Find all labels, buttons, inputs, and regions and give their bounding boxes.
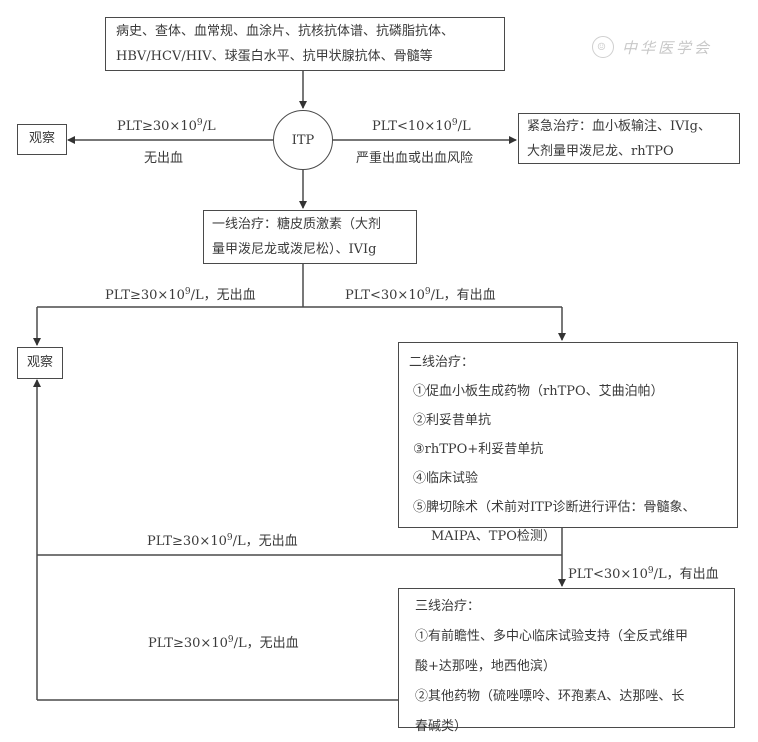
workup-box: 病史、查体、血常规、血涂片、抗核抗体谱、抗磷脂抗体、 HBV/HCV/HIV、球… (105, 17, 505, 71)
observe-box-mid: 观察 (17, 347, 63, 379)
emergency-line: 紧急治疗：血小板输注、IVIg、 (527, 119, 711, 134)
observe-label: 观察 (26, 355, 53, 370)
third-line-item: 春碱类） (415, 719, 468, 734)
emergency-line: 大剂量甲泼尼龙、rhTPO (527, 144, 674, 159)
second-line-item: ②利妥昔单抗 (413, 413, 492, 428)
first-line-box: 一线治疗：糖皮质激素（大剂 量甲泼尼龙或泼尼松）、IVIg (203, 210, 417, 264)
edge-label-itp-emergency-note: 严重出血或出血风险 (356, 151, 474, 166)
second-line-item: ①促血小板生成药物（rhTPO、艾曲泊帕） (413, 384, 664, 399)
third-line-item: ①有前瞻性、多中心临床试验支持（全反式维甲 (415, 629, 689, 644)
emergency-box: 紧急治疗：血小板输注、IVIg、 大剂量甲泼尼龙、rhTPO (518, 113, 740, 164)
itp-node: ITP (273, 110, 333, 170)
observe-label: 观察 (28, 131, 55, 146)
third-line-item: ②其他药物（硫唑嘌呤、环孢素A、达那唑、长 (415, 689, 685, 704)
second-line-item: MAIPA、TPO检测） (431, 529, 556, 544)
first-line-text: 一线治疗：糖皮质激素（大剂 (212, 217, 382, 232)
third-line-item: 酸+达那唑，地西他滨） (415, 659, 556, 674)
third-line-title: 三线治疗： (415, 599, 481, 614)
second-line-item: ③rhTPO+利妥昔单抗 (413, 442, 544, 457)
first-line-text: 量甲泼尼龙或泼尼松）、IVIg (212, 242, 377, 257)
watermark-text: 中华医学会 (622, 38, 713, 57)
second-line-title: 二线治疗： (409, 355, 475, 370)
edge-label-second-third: PLT<30×109/L，有出血 (568, 566, 719, 582)
edge-label-first-second: PLT<30×109/L，有出血 (345, 287, 496, 303)
edge-label-itp-observe-note: 无出血 (144, 151, 184, 166)
third-line-box: 三线治疗： ①有前瞻性、多中心临床试验支持（全反式维甲 酸+达那唑，地西他滨） … (398, 588, 735, 734)
edge-label-itp-observe-condition: PLT≥30×109/L (117, 118, 216, 134)
second-line-item: ④临床试验 (413, 471, 479, 486)
second-line-item: ⑤脾切除术（术前对ITP诊断进行评估：骨髓象、 (413, 500, 696, 515)
watermark: ☺ 中华医学会 (592, 36, 712, 58)
second-line-box: 二线治疗： ①促血小板生成药物（rhTPO、艾曲泊帕） ②利妥昔单抗 ③rhTP… (398, 342, 738, 544)
edge-label-second-observe: PLT≥30×109/L，无出血 (147, 533, 298, 549)
itp-label: ITP (291, 132, 315, 148)
edge-label-third-observe: PLT≥30×109/L，无出血 (148, 635, 299, 651)
edge-label-itp-emergency-condition: PLT<10×109/L (372, 118, 471, 134)
connector-lines (33, 70, 566, 701)
edge-label-first-observe: PLT≥30×109/L，无出血 (105, 287, 256, 303)
workup-line: 病史、查体、血常规、血涂片、抗核抗体谱、抗磷脂抗体、 (116, 24, 455, 39)
seal-icon: ☺ (592, 36, 614, 58)
observe-box-top: 观察 (17, 124, 67, 155)
workup-line: HBV/HCV/HIV、球蛋白水平、抗甲状腺抗体、骨髓等 (116, 49, 433, 64)
